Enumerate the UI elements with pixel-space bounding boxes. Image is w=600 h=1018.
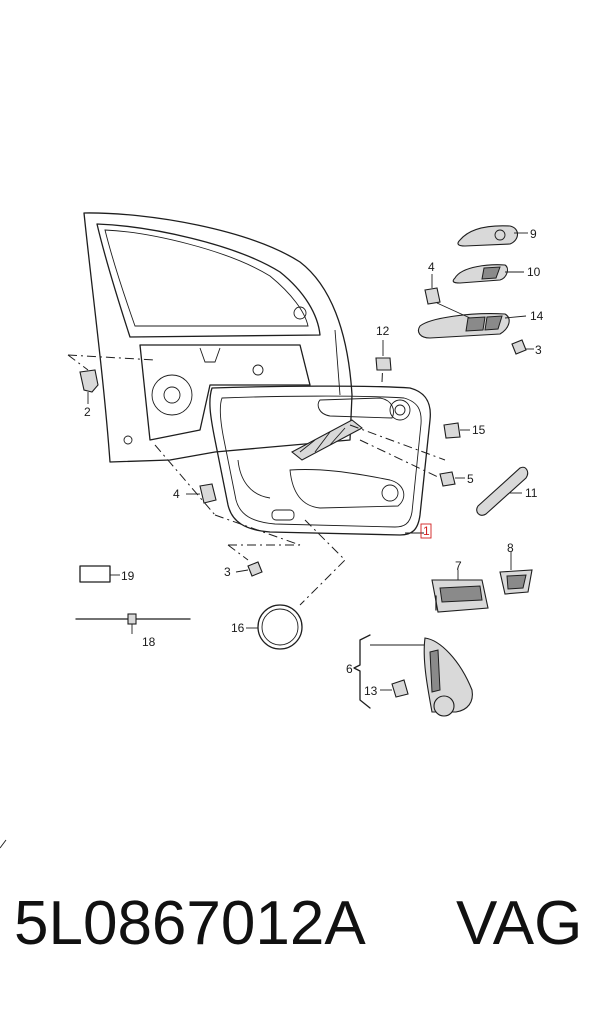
trim-strip-11 [476,466,529,516]
callout-13: 13 [364,684,378,698]
trim-cover-10 [452,264,524,284]
callout-15: 15 [472,423,486,437]
callout-7: 7 [455,559,462,573]
callout-4-upper: 4 [428,260,435,274]
screw-5 [439,471,465,487]
callouts: 1 2 3 3 4 4 5 6 7 8 9 10 11 12 13 14 15 … [84,227,544,698]
callout-11: 11 [525,486,538,500]
brand-text: VAG [456,889,583,958]
callout-6: 6 [346,662,353,676]
callout-2: 2 [84,405,91,419]
callout-14: 14 [530,309,544,323]
callout-3-lower: 3 [224,565,231,579]
stray-mark [0,839,7,849]
switch-housing-6 [353,634,473,717]
clip-4-upper [424,274,441,305]
clip-2 [79,369,99,404]
part-number-text: 5L0867012A [14,889,366,958]
label-19 [79,565,120,583]
callout-1: 1 [423,524,430,538]
callout-9: 9 [530,227,537,241]
callout-1-box [420,523,432,539]
screw-3-upper [511,339,534,355]
callout-12: 12 [376,324,390,338]
clip-12 [375,340,392,371]
assembly-lines [67,354,446,606]
door-trim-panel [209,385,431,536]
callout-5: 5 [467,472,474,486]
clip-13 [380,679,409,698]
clip-4-left [186,483,217,504]
callout-19: 19 [121,569,135,583]
mirror-switch-8 [499,552,533,595]
callout-4-left: 4 [173,487,180,501]
callout-16: 16 [231,621,245,635]
handle-bezel-14 [417,302,527,339]
window-switch-7 [431,570,489,613]
clip-15 [443,422,470,439]
screw-3-lower [235,561,263,577]
callout-3-upper: 3 [535,343,542,357]
trim-cover-9 [457,225,528,247]
speaker-cover-16 [246,604,303,650]
callout-8: 8 [507,541,514,555]
callout-18: 18 [142,635,156,649]
cable-18 [75,613,191,634]
door-shell [83,212,353,463]
callout-10: 10 [527,265,541,279]
